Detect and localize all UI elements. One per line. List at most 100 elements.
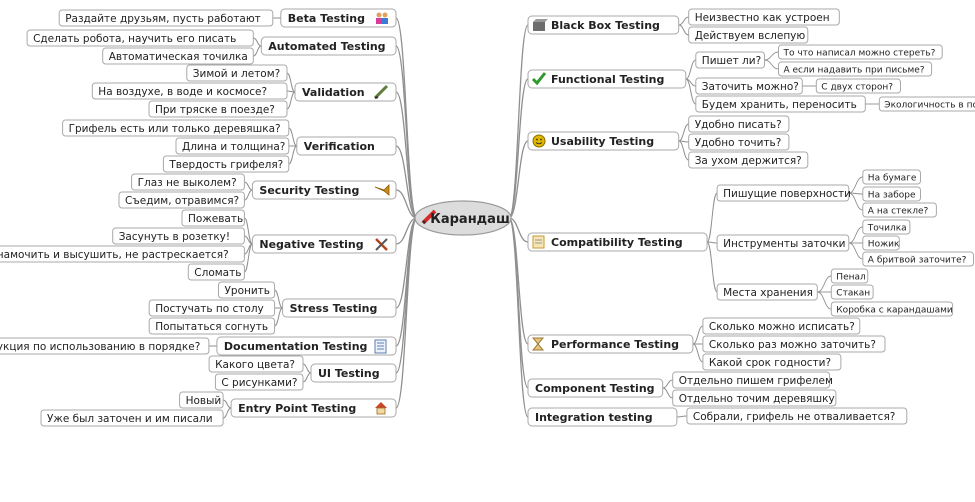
leaf-item[interactable]: Удобно писать? bbox=[688, 115, 790, 133]
sub-leaf-item[interactable]: На бумаге bbox=[862, 169, 921, 185]
leaf-box bbox=[175, 137, 290, 155]
branch-validation[interactable]: Validation bbox=[294, 82, 397, 102]
leaf-item[interactable]: Пишущие поверхности bbox=[716, 184, 851, 202]
leaf-item[interactable]: Длина и толщина? bbox=[175, 137, 290, 155]
sub-leaf-item[interactable]: Экологичность в порядке? bbox=[878, 96, 975, 112]
leaf-item[interactable]: Какой срок годности? bbox=[702, 353, 842, 371]
leaf-item[interactable]: Какого цвета? bbox=[208, 355, 304, 373]
sub-leaf-item[interactable]: С двух сторон? bbox=[815, 78, 901, 94]
branch-usability-testing[interactable]: Usability Testing bbox=[527, 131, 680, 151]
branch-security-testing[interactable]: Security Testing bbox=[251, 180, 397, 200]
sub-leaf-item[interactable]: Пенал bbox=[830, 268, 869, 284]
leaf-item[interactable]: Действуем вслепую bbox=[688, 26, 809, 44]
pencil-sketch-icon bbox=[373, 84, 389, 100]
leaf-item[interactable]: На воздухе, в воде и космосе? bbox=[91, 82, 288, 100]
branch-verification[interactable]: Verification bbox=[296, 136, 397, 156]
sub-leaf-item[interactable]: Стакан bbox=[830, 284, 874, 300]
leaf-item[interactable]: Постучать по столу bbox=[148, 299, 276, 317]
leaf-item[interactable]: Попытаться согнуть bbox=[148, 317, 276, 335]
sub-leaf-label: Ножик bbox=[868, 240, 900, 250]
topic-box bbox=[282, 298, 397, 318]
branch-documentation-testing[interactable]: Documentation Testing bbox=[216, 336, 397, 356]
leaf-item[interactable]: Инструкция по использованию в порядке? bbox=[0, 337, 210, 355]
leaf-item[interactable]: Новый bbox=[179, 391, 224, 409]
leaf-item[interactable]: Съедим, отравимся? bbox=[118, 191, 245, 209]
branch-negative-testing[interactable]: Negative Testing bbox=[251, 234, 397, 254]
leaf-box bbox=[112, 227, 245, 245]
sub-leaf-item[interactable]: На заборе bbox=[862, 186, 921, 202]
leaf-item[interactable]: Глаз не выколем? bbox=[131, 173, 245, 191]
leaf-item[interactable]: Сколько раз можно заточить? bbox=[702, 335, 886, 353]
leaf-item[interactable]: Пожевать bbox=[181, 209, 245, 227]
leaf-item[interactable]: Автоматическая точилка bbox=[102, 47, 254, 65]
leaf-box bbox=[148, 317, 276, 335]
leaf-item[interactable]: Сколько можно исписать? bbox=[702, 317, 861, 335]
topic-label: Black Box Testing bbox=[551, 19, 660, 32]
sub-leaf-item[interactable]: То что написал можно стереть? bbox=[778, 44, 943, 60]
branch-ui-testing[interactable]: UI Testing bbox=[310, 363, 397, 383]
leaf-label: Собрали, грифель не отваливается? bbox=[693, 411, 895, 423]
branch-integration-testing[interactable]: Integration testing bbox=[527, 407, 678, 427]
leaf-item[interactable]: С рисунками? bbox=[214, 373, 304, 391]
leaf-item[interactable]: Уронить bbox=[218, 281, 276, 299]
branch-performance-testing[interactable]: Performance Testing bbox=[527, 334, 694, 354]
branch-beta-testing[interactable]: Beta Testing bbox=[280, 8, 397, 28]
leaf-box bbox=[40, 409, 224, 427]
leaf-box bbox=[218, 281, 276, 299]
sub-leaf-item[interactable]: А на стекле? bbox=[862, 202, 937, 218]
branch-functional-testing[interactable]: Functional Testing bbox=[527, 69, 687, 89]
sub-leaf-item[interactable]: А если надавить при письме? bbox=[778, 61, 933, 77]
leaf-item[interactable]: Сломать bbox=[187, 263, 245, 281]
leaf-label: Неизвестно как устроен bbox=[695, 12, 830, 24]
leaf-item[interactable]: Если намочить и высушить, не растрескает… bbox=[0, 245, 245, 263]
sub-leaf-item[interactable]: А бритвой заточите? bbox=[862, 251, 974, 267]
topic-box bbox=[527, 232, 708, 252]
sub-leaf-box bbox=[862, 186, 921, 202]
leaf-item[interactable]: Уже был заточен и им писали bbox=[40, 409, 224, 427]
branch-automated-testing[interactable]: Automated Testing bbox=[260, 36, 397, 56]
branch-entry-point-testing[interactable]: Entry Point Testing bbox=[230, 398, 397, 418]
sub-leaf-item[interactable]: Точилка bbox=[862, 219, 911, 235]
leaf-item[interactable]: Зимой и летом? bbox=[186, 64, 288, 82]
leaf-item[interactable]: Пишет ли? bbox=[695, 51, 765, 69]
branch-stress-testing[interactable]: Stress Testing bbox=[282, 298, 397, 318]
branch-component-testing[interactable]: Component Testing bbox=[527, 378, 664, 398]
leaf-item[interactable]: Твердость грифеля? bbox=[162, 155, 290, 173]
branch-compatibility-testing[interactable]: Compatibility Testing bbox=[527, 232, 708, 252]
sub-leaf-item[interactable]: Ножик bbox=[862, 235, 900, 251]
leaf-item[interactable]: Места хранения bbox=[716, 283, 818, 301]
leaf-item[interactable]: При тряске в поезде? bbox=[148, 100, 288, 118]
leaf-item[interactable]: Заточить можно? bbox=[695, 77, 803, 95]
leaf-label: Зимой и летом? bbox=[193, 68, 280, 80]
leaf-item[interactable]: Неизвестно как устроен bbox=[688, 8, 840, 26]
topic-label: Automated Testing bbox=[268, 40, 385, 53]
leaf-label: Пишет ли? bbox=[702, 55, 761, 67]
topic-box bbox=[251, 180, 397, 200]
leaf-label: Сломать bbox=[194, 267, 241, 279]
sub-leaf-box bbox=[862, 202, 937, 218]
leaf-item[interactable]: Сделать робота, научить его писать bbox=[26, 29, 254, 47]
leaf-box bbox=[118, 191, 245, 209]
leaf-item[interactable]: Раздайте друзьям, пусть работают bbox=[58, 9, 274, 27]
leaf-item[interactable]: Инструменты заточки bbox=[716, 234, 850, 252]
topic-box bbox=[527, 69, 687, 89]
leaf-box bbox=[58, 9, 274, 27]
leaf-label: Засунуть в розетку! bbox=[119, 231, 230, 243]
leaf-item[interactable]: Отдельно точим деревяшку bbox=[672, 389, 837, 407]
leaf-item[interactable]: Засунуть в розетку! bbox=[112, 227, 245, 245]
sub-leaf-item[interactable]: Коробка с карандашами bbox=[830, 301, 954, 317]
leaf-label: Уронить bbox=[225, 285, 270, 297]
leaf-item[interactable]: Собрали, грифель не отваливается? bbox=[686, 407, 908, 425]
leaf-box bbox=[716, 184, 850, 202]
leaf-item[interactable]: Грифель есть или только деревяшка? bbox=[62, 119, 290, 137]
leaf-item[interactable]: Удобно точить? bbox=[688, 133, 790, 151]
leaf-box bbox=[688, 8, 840, 26]
leaf-item[interactable]: Отдельно пишем грифелем bbox=[672, 371, 833, 389]
leaf-item[interactable]: Будем хранить, переносить bbox=[695, 95, 866, 113]
central-topic[interactable]: Карандаш bbox=[414, 200, 512, 236]
leaf-box bbox=[688, 115, 790, 133]
leaf-box bbox=[102, 47, 254, 65]
sub-leaf-box bbox=[830, 268, 869, 284]
leaf-item[interactable]: За ухом держится? bbox=[688, 151, 809, 169]
branch-black-box-testing[interactable]: Black Box Testing bbox=[527, 15, 680, 35]
